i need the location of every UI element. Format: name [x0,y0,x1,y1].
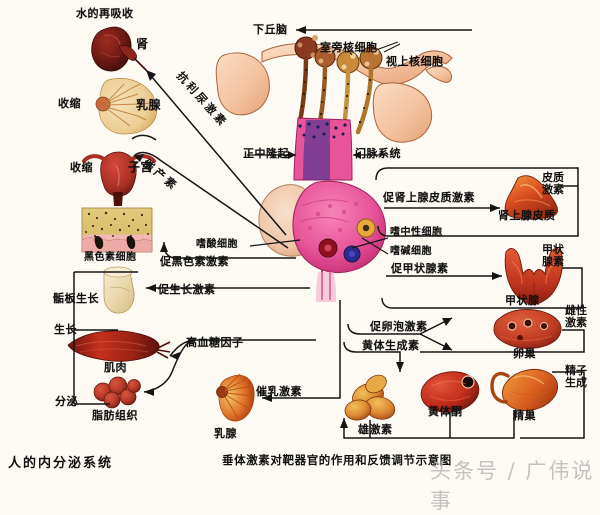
diagram-artwork [67,26,585,439]
connector-lines [73,26,585,439]
hypothalamus-pituitary-illustration [215,35,453,302]
hormone-acth: 促肾上腺皮质激素 [383,191,475,204]
label-neutrophil: 嗜中性细胞 [390,227,443,238]
label-mammary-gland-bottom: 乳腺 [214,427,237,440]
label-ovary: 卵巢 [513,347,536,360]
prolactin-mammary-illustration [216,373,255,422]
bone-illustration [103,266,135,314]
endocrine-diagram: 水的再吸收 肾 收缩 乳腺 收缩 子宫 黑色素细胞 骺板生长 生长 肌肉 分泌 … [8,7,596,513]
figure-left-title: 人的内分泌系统 [8,456,114,471]
kidney-illustration [91,26,147,72]
melanocyte-skin-illustration [81,207,153,253]
watermark: 头条号 / 广伟说事 [430,459,595,513]
feedback-estrogen-line2: 激素 [565,315,587,329]
hormone-melanocyte-stimulating: 促黑色素激素 [160,255,229,268]
testis-illustration [490,368,559,412]
label-testis: 精巢 [513,409,536,422]
label-paraventricular-nucleus-cell: 室旁核细胞 [320,41,378,54]
hormone-androgen: 雄激素 [358,423,393,436]
feedback-spermatogenesis-line2: 生成 [565,375,587,389]
muscle-illustration [67,330,171,362]
feedback-cortical-hormone-line1: 皮质 [542,171,564,184]
label-contract-mammary: 收缩 [58,97,81,110]
hormone-hyperglycemic-factor: 高血糖因子 [186,336,244,349]
corpus-luteum-illustration [420,371,480,413]
hormone-prolactin: 催乳激素 [256,385,302,398]
label-uterus: 子宫 [128,160,154,174]
label-secretion: 分泌 [55,395,78,408]
feedback-spermatogenesis-line1: 精子 [565,364,587,377]
label-epiphyseal-growth: 骺板生长 [53,292,99,305]
adipose-tissue-illustration [93,376,141,409]
feedback-estrogen-line1: 雌性 [565,304,587,317]
label-growth: 生长 [54,323,77,336]
label-adipose-tissue: 脂肪组织 [92,409,138,422]
figure-caption: 垂体激素对靶器官的作用和反馈调节示意图 [222,453,452,467]
label-melanocyte: 黑色素细胞 [84,252,137,263]
label-corpus-luteum: 黄体酮 [428,405,463,418]
label-thyroid: 甲状腺 [505,294,540,307]
feedback-thyroxine: 甲状 腺素 [533,244,573,267]
feedback-cortical-hormone: 皮质 激素 [533,172,573,195]
label-hypothalamus: 下丘脑 [253,23,288,36]
label-water-reabsorption: 水的再吸收 [76,7,134,20]
label-kidney: 肾 [136,37,149,51]
adrenal-cortex-illustration [504,175,559,220]
label-eosinophil: 嗜酸细胞 [196,239,238,250]
hormone-fsh: 促卵泡激素 [370,320,428,333]
feedback-thyroxine-line2: 腺素 [542,254,564,268]
hormone-growth-hormone: 促生长激素 [158,283,216,296]
hormone-lh: 黄体生成素 [362,339,420,352]
label-contract-uterus: 收缩 [70,161,93,174]
feedback-estrogen: 雌性 激素 [556,305,596,328]
ovary-illustration [493,309,562,349]
label-adrenal-cortex: 肾上腺皮质 [498,209,556,222]
label-median-eminence: 正中隆起 [243,147,289,160]
follicle-illustration [344,374,396,421]
label-muscle: 肌肉 [104,361,127,374]
label-mammary-gland: 乳腺 [136,98,162,112]
thyroid-illustration [504,248,563,305]
label-supraoptic-nucleus-cell: 视上核细胞 [386,55,444,68]
uterus-illustration [82,151,156,206]
label-portal-system: 门脉系统 [355,147,401,160]
feedback-spermatogenesis: 精子 生成 [556,365,596,388]
feedback-cortical-hormone-line2: 激素 [542,182,564,196]
mammary-gland-illustration [95,78,158,135]
feedback-thyroxine-line1: 甲状 [542,243,564,256]
label-basophil: 嗜碱细胞 [390,246,432,257]
hormone-tsh: 促甲状腺素 [391,262,449,275]
